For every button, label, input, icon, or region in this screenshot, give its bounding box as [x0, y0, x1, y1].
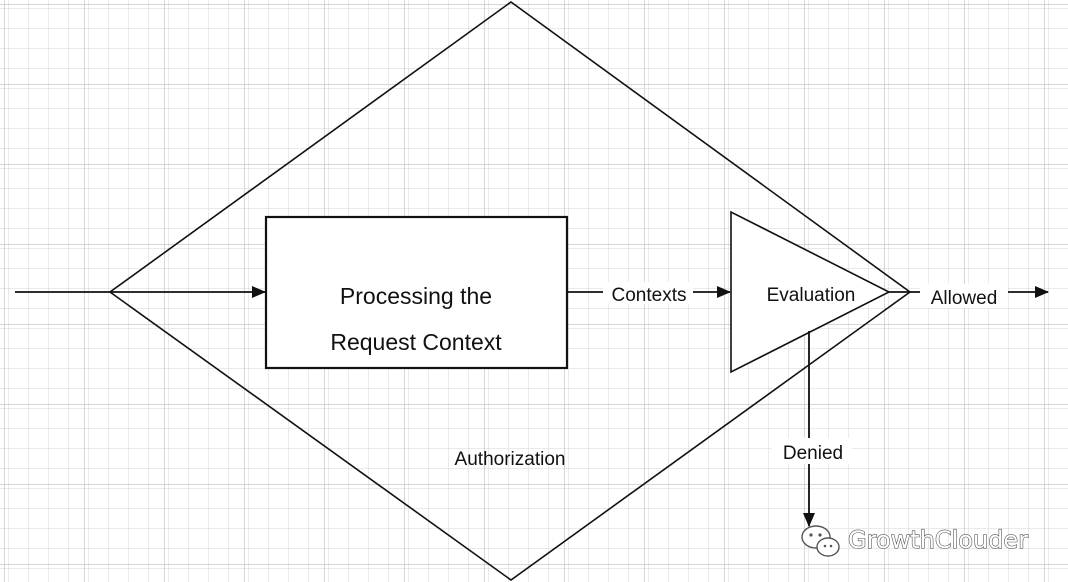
evaluation-label: Evaluation [767, 285, 856, 306]
contexts-label: Contexts [612, 285, 687, 306]
processing-box[interactable] [264, 215, 569, 370]
allowed-label: Allowed [931, 288, 998, 309]
contexts-label-bg [603, 282, 693, 304]
processing-box-label-line1: Processing the [340, 283, 492, 309]
allowed-label-bg [920, 284, 1008, 308]
denied-label: Denied [783, 443, 843, 464]
watermark-text: GrowthClouder [848, 526, 1028, 554]
evaluation-triangle[interactable] [730, 210, 891, 374]
watermark: GrowthClouder [801, 525, 1029, 557]
wechat-icon [801, 525, 840, 557]
denied-label-bg [772, 438, 852, 464]
processing-box-label-line2: Request Context [330, 329, 502, 355]
authorization-diamond[interactable] [108, 1, 912, 581]
authorization-label: Authorization [455, 449, 566, 470]
